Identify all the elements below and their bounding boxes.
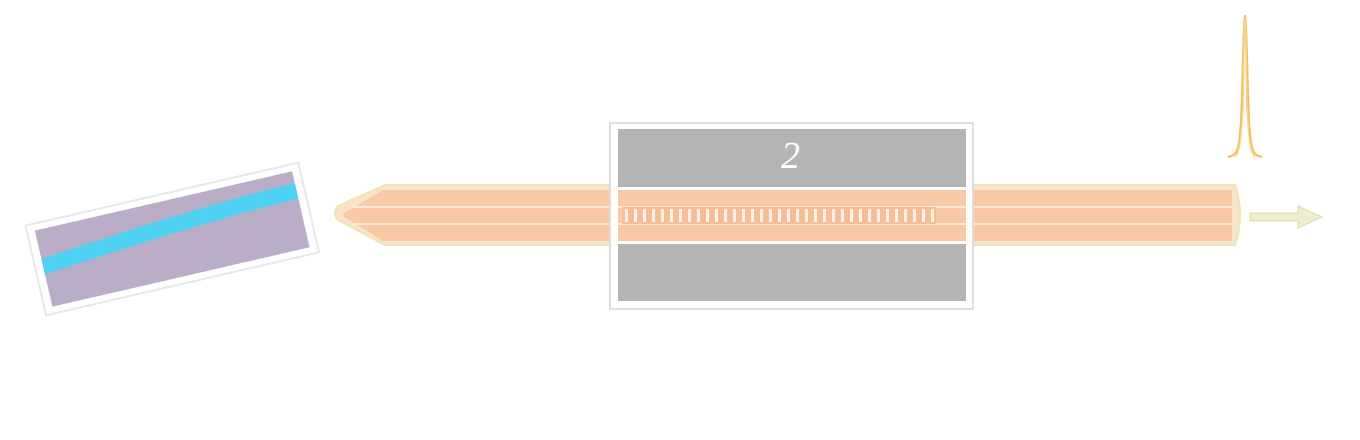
grating-tooth	[769, 209, 772, 222]
grating-tooth	[895, 209, 898, 222]
grating-tooth	[652, 209, 655, 222]
grating-tooth	[904, 209, 907, 222]
label-chip: 1	[148, 143, 165, 180]
grating-tooth	[625, 209, 628, 222]
label-fiber-lens: 3	[339, 158, 356, 194]
output-arrow	[1249, 205, 1324, 229]
grating-tooth	[859, 209, 862, 222]
grating-tooth	[787, 209, 790, 222]
grating-tooth	[724, 209, 727, 222]
label-frequency-axis: ν	[1318, 137, 1333, 173]
grating-tooth	[661, 209, 664, 222]
grating-tooth	[886, 209, 889, 222]
laser-chip	[24, 161, 321, 317]
dimension-lines	[43, 335, 942, 420]
grating-tooth	[850, 209, 853, 222]
grating-tooth	[670, 209, 673, 222]
grating-tooth	[778, 209, 781, 222]
grating-tooth	[805, 209, 808, 222]
grating-tooth	[742, 209, 745, 222]
grating-tooth	[751, 209, 754, 222]
dimension-chip: 1 мм	[147, 335, 220, 375]
dimension-gap: 10 мм	[421, 335, 512, 375]
bragg-grating	[622, 207, 936, 224]
grating-tooth	[832, 209, 835, 222]
grating-tooth	[922, 209, 925, 222]
grating-tooth	[697, 209, 700, 222]
grating-tooth	[913, 209, 916, 222]
grating-tooth	[706, 209, 709, 222]
grating-tooth	[823, 209, 826, 222]
grating-tooth	[877, 209, 880, 222]
grating-tooth	[733, 209, 736, 222]
grating-tooth	[841, 209, 844, 222]
grating-tooth	[760, 209, 763, 222]
grating-tooth	[931, 209, 934, 222]
grating-tooth	[643, 209, 646, 222]
dimension-grating: 8 мм	[740, 335, 813, 375]
label-housing: 4	[782, 77, 799, 114]
grating-tooth	[814, 209, 817, 222]
grating-tooth	[634, 209, 637, 222]
grating-tooth	[868, 209, 871, 222]
grating-tooth	[688, 209, 691, 222]
grating-tooth	[796, 209, 799, 222]
grating-tooth	[679, 209, 682, 222]
grating-housing	[609, 122, 974, 310]
output-spectrum	[1185, 14, 1313, 166]
label-grating-block: 2	[781, 135, 800, 177]
chip-waveguide	[41, 182, 299, 275]
grating-tooth	[715, 209, 718, 222]
